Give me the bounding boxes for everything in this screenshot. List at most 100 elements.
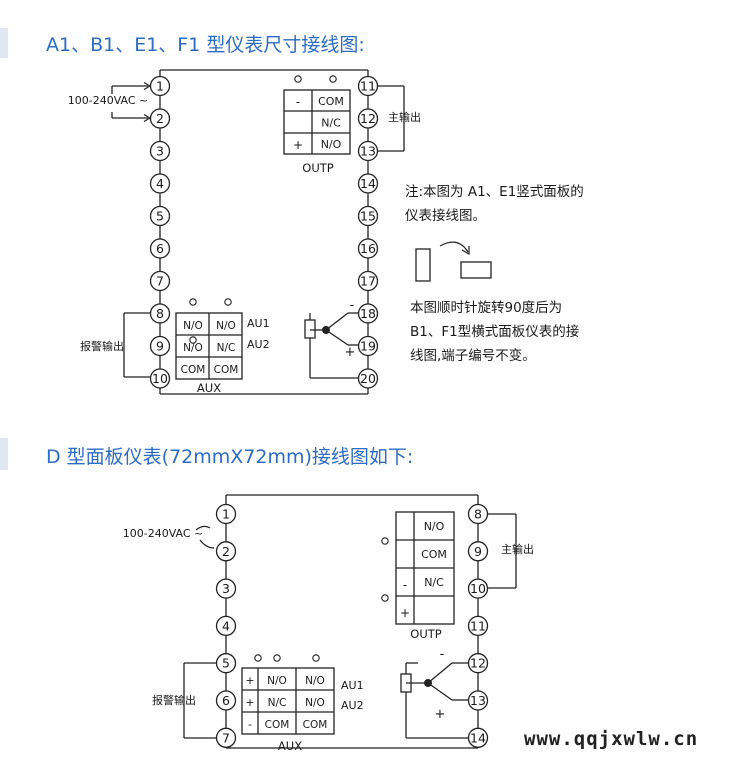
aux-cell: COM — [181, 364, 206, 376]
sensor-resistor — [304, 319, 316, 339]
outp-cell: N/O — [321, 138, 342, 151]
sensor-minus: - — [440, 647, 445, 662]
terminal-left-8-number: 8 — [156, 306, 164, 321]
terminal-right-10-number: 10 — [470, 581, 486, 596]
terminal-left-7-number: 7 — [156, 274, 164, 289]
terminal-left-1-number: 1 — [156, 79, 164, 94]
terminal-left-4 — [149, 173, 171, 194]
terminal-right-18 — [357, 303, 379, 324]
terminal-left-1-number: 1 — [222, 507, 230, 522]
outp-sign: - — [403, 578, 407, 592]
aux-block — [241, 667, 335, 735]
terminal-right-11-number: 11 — [470, 618, 486, 633]
outp-cell: COM — [421, 548, 447, 561]
terminal-right-9 — [467, 541, 489, 562]
outp-sign: + — [293, 138, 303, 152]
aux-cell: N/O — [305, 675, 325, 687]
outp-cell: N/C — [424, 576, 444, 589]
terminal-left-7 — [149, 270, 171, 292]
aux-contact-circle — [189, 298, 197, 306]
aux-label: AUX — [197, 381, 221, 395]
outp-cell: N/C — [321, 117, 341, 130]
terminal-left-4-number: 4 — [222, 618, 230, 633]
terminal-right-14 — [467, 727, 489, 748]
terminal-right-12-number: 12 — [470, 656, 486, 671]
terminal-left-5-number: 5 — [156, 209, 164, 224]
terminal-left-4-number: 4 — [156, 176, 164, 191]
terminal-right-17-number: 17 — [360, 274, 376, 289]
terminal-left-2 — [149, 108, 171, 129]
terminal-right-13 — [467, 690, 489, 711]
terminal-left-5 — [215, 653, 237, 674]
terminal-left-6-number: 6 — [222, 693, 230, 708]
sensor-wire — [427, 662, 453, 684]
terminal-right-15 — [357, 205, 379, 227]
aux-cell: COM — [303, 719, 328, 731]
terminal-left-3-number: 3 — [156, 144, 164, 159]
aux-au2-label: AU2 — [247, 338, 270, 351]
power-wire — [195, 525, 211, 531]
terminal-right-13-number: 13 — [360, 144, 376, 159]
aux-cell: N/O — [183, 320, 203, 332]
rotate-arrow — [439, 241, 469, 253]
terminal-left-7-number: 7 — [222, 730, 230, 745]
sensor-wire — [325, 329, 349, 346]
decor-stripe — [0, 438, 8, 470]
terminal-left-10-number: 10 — [152, 371, 168, 386]
terminal-left-3 — [149, 140, 171, 162]
aux-contact-circle — [189, 336, 197, 344]
aux-au1-label: AU1 — [247, 317, 270, 330]
aux-cell: N/O — [183, 342, 203, 354]
outp-cell: N/O — [424, 520, 445, 533]
power-arrow — [143, 81, 152, 91]
aux-sign: + — [245, 696, 254, 709]
terminal-left-3-number: 3 — [222, 581, 230, 596]
aux-au1-label: AU1 — [341, 679, 364, 692]
aux-contact-circle — [254, 654, 262, 662]
power-arrow — [143, 113, 152, 123]
terminal-right-11 — [357, 75, 379, 97]
aux-cell: N/C — [268, 697, 287, 709]
terminal-right-12 — [357, 108, 379, 129]
outp-block — [283, 89, 351, 155]
outp-label: OUTP — [302, 161, 333, 175]
outp-sign: - — [296, 95, 300, 109]
terminal-left-3 — [215, 578, 237, 599]
outp-label: OUTP — [410, 627, 441, 641]
outp-contact-circle — [381, 537, 389, 545]
terminal-right-13-number: 13 — [470, 693, 486, 708]
diagram2-title: D 型面板仪表(72mmX72mm)接线图如下: — [46, 446, 414, 468]
outp-sign: + — [400, 606, 410, 620]
terminal-right-10 — [467, 578, 489, 599]
terminal-left-5 — [149, 205, 171, 227]
aux-cell: N/O — [267, 675, 287, 687]
terminal-right-16 — [357, 238, 379, 259]
sensor-wire — [325, 312, 349, 331]
terminal-right-20-number: 20 — [360, 371, 376, 386]
power-label: 100-240VAC ~ — [123, 527, 204, 540]
aux-contact-circle — [312, 654, 320, 662]
outp-contact-circle — [381, 594, 389, 602]
aux-sign: - — [248, 718, 252, 731]
outp-cell: COM — [318, 95, 344, 108]
aux-cell: COM — [265, 719, 290, 731]
terminal-right-12 — [467, 653, 489, 674]
sensor-plus: + — [435, 707, 446, 722]
terminal-left-5-number: 5 — [222, 656, 230, 671]
terminal-right-8 — [467, 503, 489, 525]
terminal-right-11-number: 11 — [360, 79, 376, 94]
terminal-right-9-number: 9 — [474, 544, 482, 559]
terminal-right-20 — [357, 368, 379, 389]
alarm-output-label: 报警输出 — [152, 693, 196, 707]
terminal-right-19-number: 19 — [360, 339, 376, 354]
terminal-right-14 — [357, 173, 379, 194]
terminal-left-9 — [149, 335, 171, 357]
terminal-right-12-number: 12 — [360, 111, 376, 126]
sensor-plus: + — [345, 345, 356, 360]
power-label: 100-240VAC ~ — [68, 94, 149, 107]
terminal-right-15-number: 15 — [360, 209, 376, 224]
main-output-label: 主输出 — [501, 542, 534, 556]
terminal-left-2-number: 2 — [156, 111, 164, 126]
terminal-right-14-number: 14 — [360, 176, 376, 191]
